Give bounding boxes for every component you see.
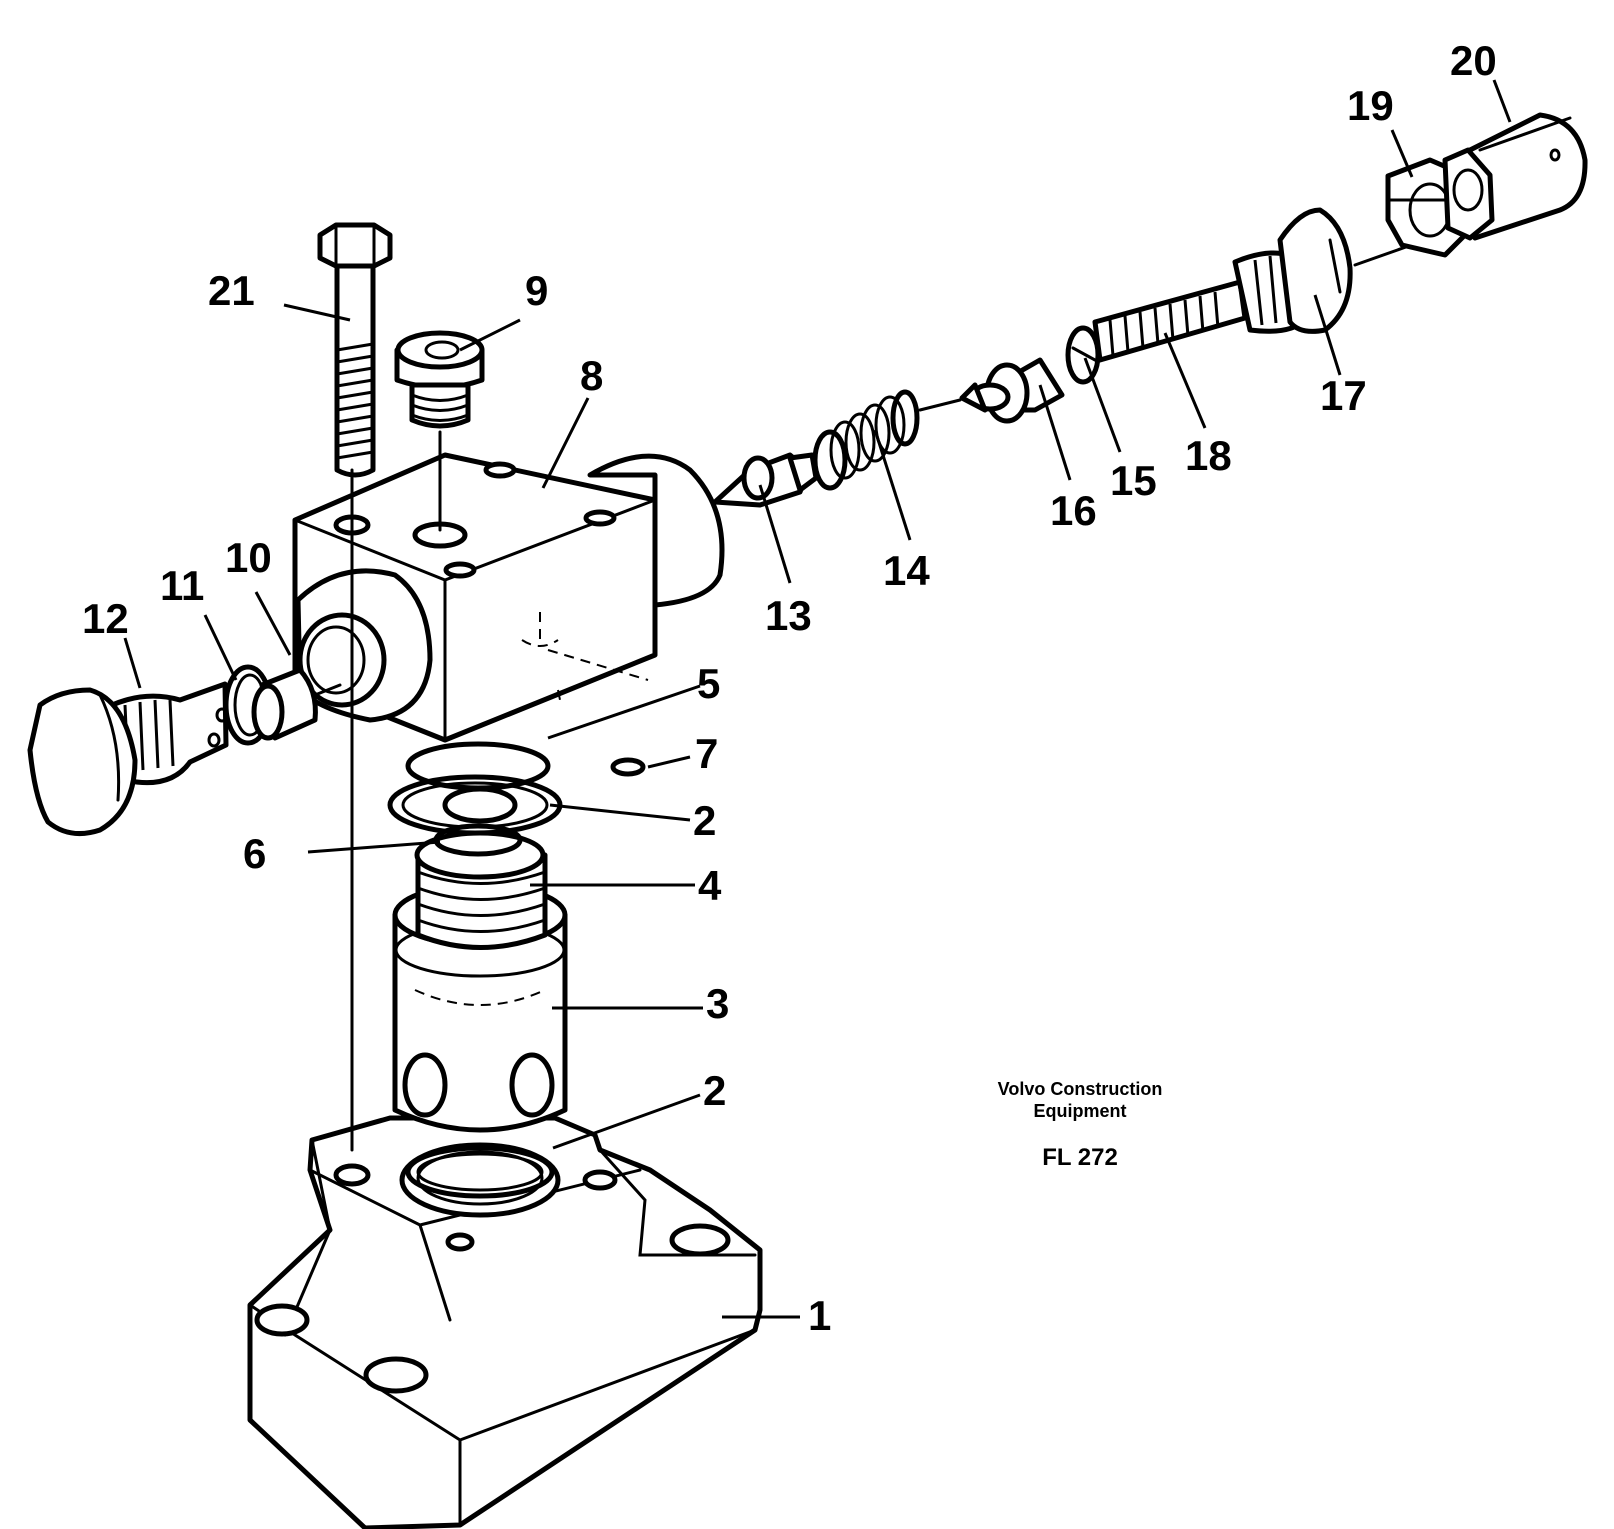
part-1-base-block <box>247 1115 763 1529</box>
callout-15: 15 <box>1110 457 1157 504</box>
caption-company-line2: Equipment <box>1034 1101 1127 1121</box>
callout-21: 21 <box>208 267 255 314</box>
callout-5: 5 <box>697 660 720 707</box>
callout-11: 11 <box>160 562 204 609</box>
callout-14: 14 <box>883 547 930 594</box>
leader-20 <box>1492 79 1512 123</box>
callout-3: 3 <box>706 980 729 1027</box>
leader-8 <box>541 397 590 489</box>
callout-13: 13 <box>765 592 812 639</box>
callout-17: 17 <box>1320 372 1367 419</box>
part-8-valve-block <box>292 452 725 743</box>
part-10-piston <box>251 667 342 741</box>
leader-14 <box>873 429 912 541</box>
part-4-threaded-spool <box>414 830 548 950</box>
leader-6 <box>307 840 441 854</box>
part-15-circlip <box>1065 325 1101 385</box>
callout-10: 10 <box>225 534 272 581</box>
leader-9 <box>459 318 521 352</box>
callout-7: 7 <box>695 730 718 777</box>
leader-10 <box>254 591 292 656</box>
callout-16: 16 <box>1050 487 1097 534</box>
part-16-spring-guide <box>959 357 1065 424</box>
callout-6: 6 <box>243 830 266 877</box>
part-5-ring <box>405 741 551 791</box>
leader-19 <box>1390 129 1414 178</box>
callout-18: 18 <box>1185 432 1232 479</box>
callout-19: 19 <box>1347 82 1394 129</box>
leader-21 <box>283 303 351 322</box>
callout-8: 8 <box>580 352 603 399</box>
leader-17 <box>1313 294 1342 376</box>
part-17-lock-nut <box>1232 207 1422 334</box>
part-12-end-plug <box>27 681 229 837</box>
leader-18 <box>1163 332 1207 429</box>
leader-2-upper <box>549 803 691 822</box>
caption-block: Volvo Construction Equipment FL 272 <box>998 1079 1163 1171</box>
leader-lines <box>123 79 1512 1319</box>
callout-9: 9 <box>525 267 548 314</box>
part-14-spring <box>812 389 962 491</box>
callout-2-lower: 2 <box>703 1067 726 1114</box>
part-2-lower-o-ring <box>405 1145 555 1199</box>
callout-20: 20 <box>1450 37 1497 84</box>
leader-11 <box>203 614 238 681</box>
leader-13 <box>758 484 792 584</box>
callout-12: 12 <box>82 595 129 642</box>
leader-15 <box>1083 357 1122 453</box>
callout-4: 4 <box>698 862 722 909</box>
part-9-plug <box>394 330 485 532</box>
callout-2-upper: 2 <box>693 797 716 844</box>
callout-labels: 1 2 3 4 2 6 5 7 8 9 21 10 11 12 13 14 16… <box>82 37 1497 1339</box>
leader-7 <box>647 755 691 769</box>
caption-company-line1: Volvo Construction <box>998 1079 1163 1099</box>
leader-12 <box>123 637 142 689</box>
leader-16 <box>1038 384 1072 481</box>
part-7-small-o-ring <box>610 757 646 777</box>
callout-1: 1 <box>808 1292 831 1339</box>
part-20-cap-nut <box>1442 112 1588 241</box>
part-13-poppet-cone <box>712 452 819 508</box>
caption-figure-code: FL 272 <box>1042 1144 1118 1171</box>
leader-5 <box>547 684 701 740</box>
leader-2-lower <box>552 1093 701 1150</box>
